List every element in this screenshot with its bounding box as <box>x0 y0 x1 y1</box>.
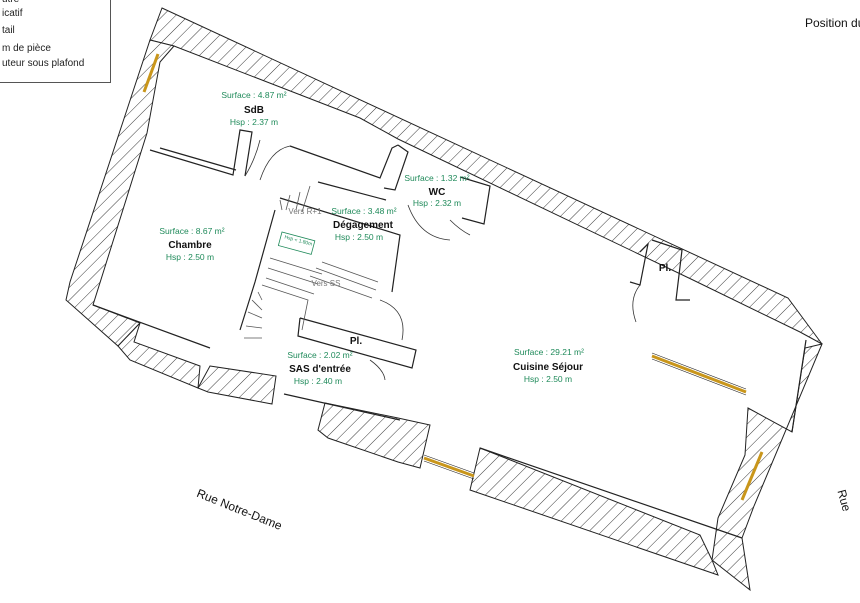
exterior-walls <box>65 7 823 592</box>
wall-bottom-right <box>469 447 719 576</box>
wall-left <box>65 39 175 347</box>
room-name: SAS d'entrée <box>289 364 351 375</box>
room-surface: Surface : 3.48 m² <box>331 206 396 216</box>
room-sas: Surface : 2.02 m² SAS d'entrée Hsp : 2.4… <box>287 350 352 386</box>
room-sdb: Surface : 4.87 m² SdB Hsp : 2.37 m <box>221 90 286 127</box>
door-swings <box>244 139 641 381</box>
window-cuisine-inner <box>651 354 747 394</box>
room-name: Cuisine Séjour <box>513 362 583 373</box>
room-surface: Surface : 2.02 m² <box>287 350 352 360</box>
legend-item: icatif <box>2 8 23 19</box>
stairs-up-label: Vers R+1 <box>288 207 322 216</box>
room-hsp: Hsp : 2.40 m <box>294 376 342 386</box>
wall-right <box>711 343 823 592</box>
legend-item: m de pièce <box>2 43 51 54</box>
room-degagement: Surface : 3.48 m² Dégagement Hsp : 2.50 … <box>331 206 396 242</box>
position-label: Position du <box>805 16 860 30</box>
room-cuisine: Surface : 29.21 m² Cuisine Séjour Hsp : … <box>513 347 584 384</box>
room-hsp: Hsp : 2.50 m <box>524 374 572 384</box>
legend-item: uteur sous plafond <box>2 58 85 69</box>
stairs <box>244 185 379 339</box>
window-right <box>740 451 764 501</box>
room-name: Dégagement <box>333 220 394 231</box>
wall-bottom-mid <box>317 402 431 469</box>
window-sdb <box>142 53 160 93</box>
room-surface: Surface : 8.67 m² <box>159 226 224 236</box>
placard-label: Pl. <box>350 336 362 347</box>
wall-lower-left <box>117 322 201 389</box>
interior-walls <box>92 129 807 539</box>
legend-item: tail <box>2 25 15 36</box>
placard-label: Pl. <box>659 263 671 274</box>
room-wc: Surface : 1.32 m² WC Hsp : 2.32 m <box>404 173 469 208</box>
legend: utre icatif tail m de pièce uteur sous p… <box>0 0 111 83</box>
room-hsp: Hsp : 2.37 m <box>230 117 278 127</box>
window-bottom <box>423 456 475 478</box>
room-surface: Surface : 4.87 m² <box>221 90 286 100</box>
room-hsp: Hsp : 2.50 m <box>335 232 383 242</box>
room-name: SdB <box>244 105 264 116</box>
room-hsp: Hsp : 2.32 m <box>413 198 461 208</box>
room-name: WC <box>429 187 446 198</box>
windows <box>142 53 764 501</box>
legend-item: utre <box>2 0 19 5</box>
wall-bottom-left <box>197 365 277 405</box>
room-hsp: Hsp : 2.50 m <box>166 252 214 262</box>
room-surface: Surface : 1.32 m² <box>404 173 469 183</box>
room-chambre: Surface : 8.67 m² Chambre Hsp : 2.50 m <box>159 226 224 262</box>
stairs-down-label: Vers SS <box>312 279 341 288</box>
room-name: Chambre <box>168 240 212 251</box>
room-surface: Surface : 29.21 m² <box>514 347 584 357</box>
